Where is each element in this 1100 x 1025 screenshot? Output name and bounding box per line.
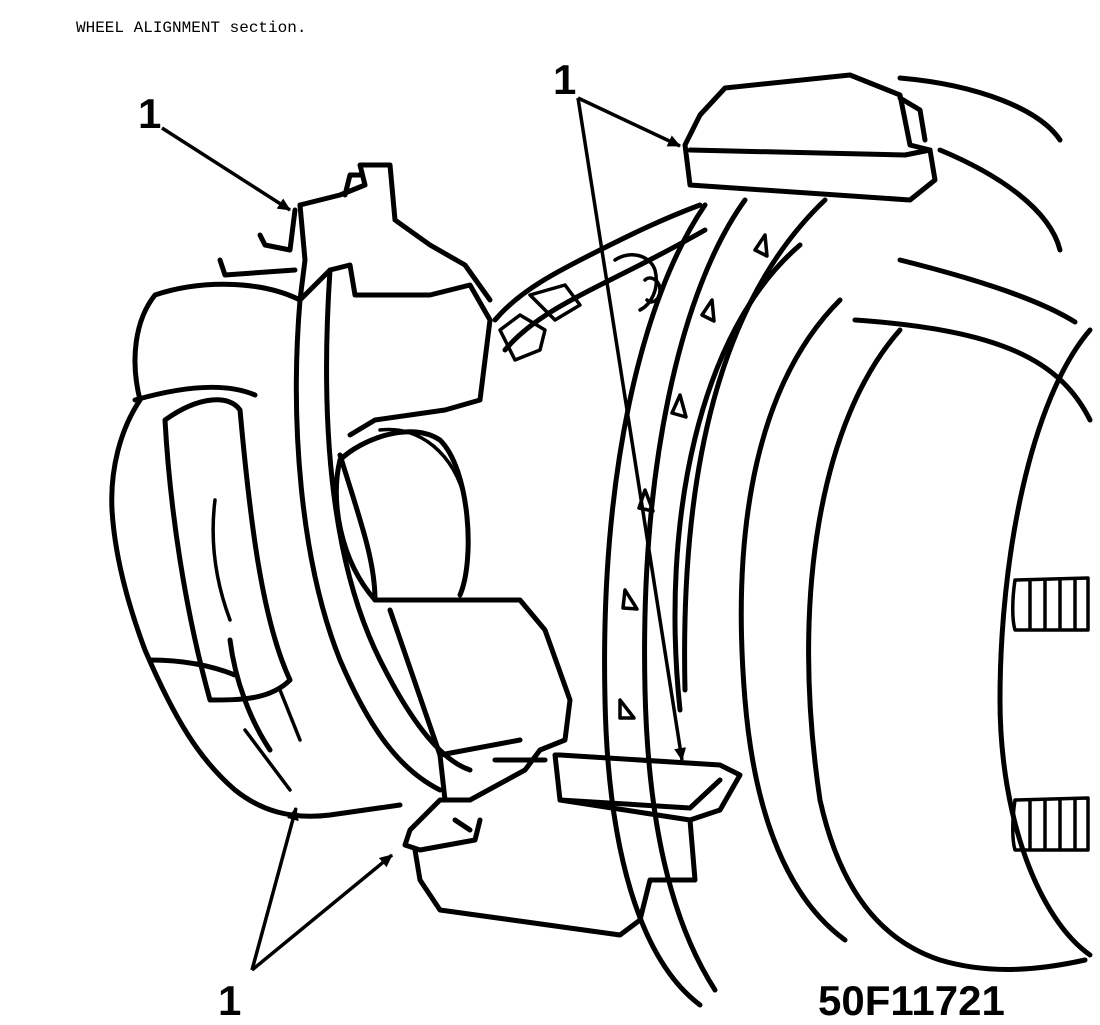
caption-text: WHEEL ALIGNMENT section. <box>76 19 307 37</box>
rotor-ring <box>602 197 828 1008</box>
lug-stud-lower <box>1011 796 1090 852</box>
callout-label-top-left: 1 <box>138 90 161 137</box>
rotor-hub <box>672 75 1093 972</box>
callout-label-bottom-left: 1 <box>218 977 241 1024</box>
figure-id: 50F11721 <box>818 977 1005 1024</box>
brake-pad-upper <box>682 72 938 203</box>
brake-hose <box>492 202 708 362</box>
callout-label-top-right: 1 <box>553 56 576 103</box>
callout-arrows <box>161 96 687 972</box>
brake-pad-lower <box>412 752 743 938</box>
lug-stud-upper <box>1011 576 1090 632</box>
caliper-body <box>109 162 573 853</box>
